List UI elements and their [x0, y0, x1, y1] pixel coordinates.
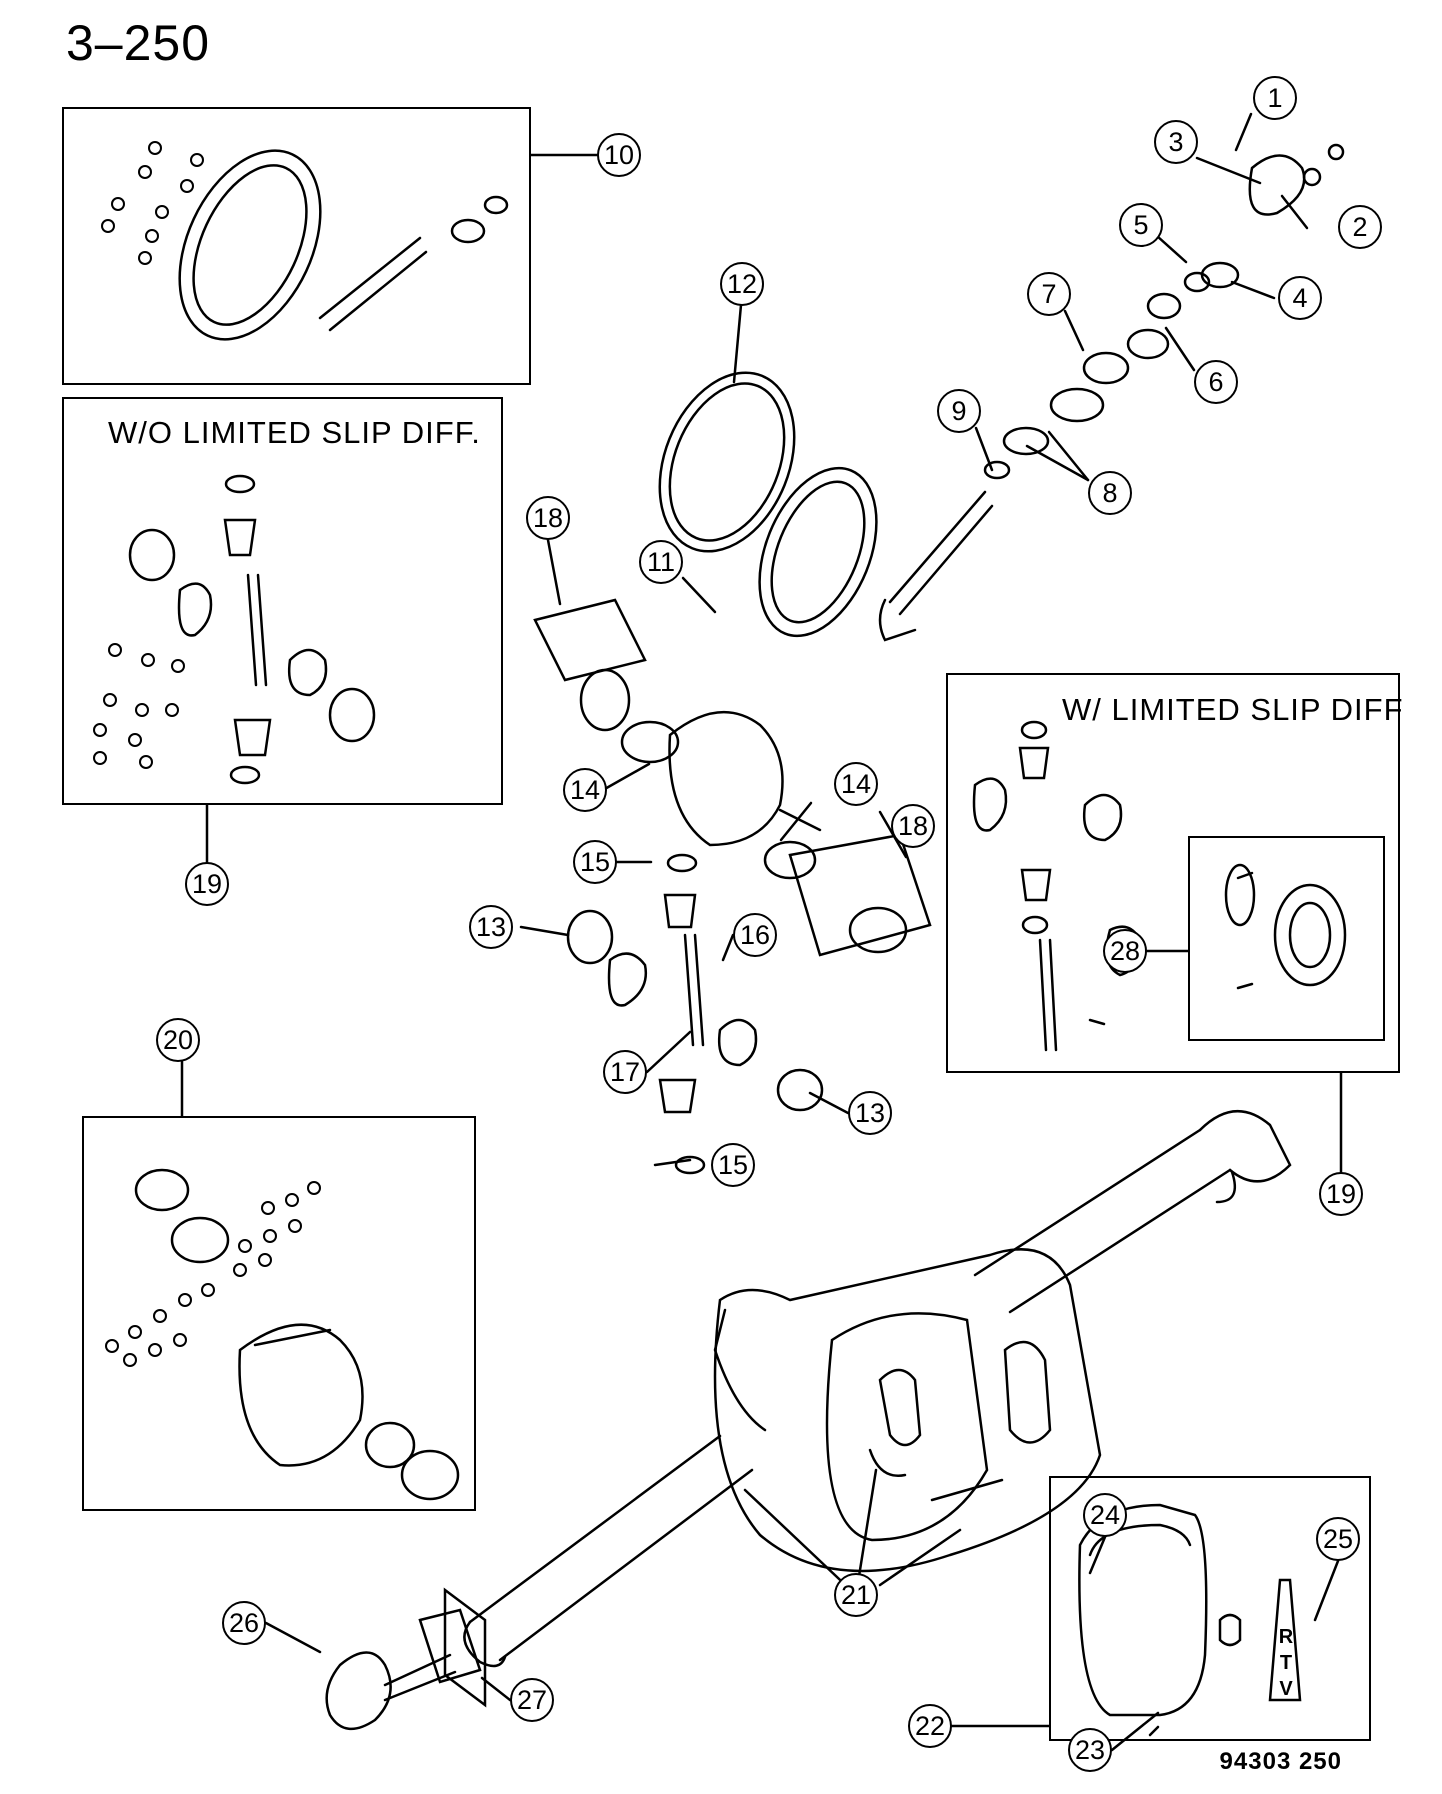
cover-kit-box	[1049, 1476, 1371, 1741]
callout-1: 1	[1253, 76, 1297, 120]
callout-16: 16	[733, 913, 777, 957]
figure-code: 94303 250	[1219, 1748, 1342, 1775]
callout-25: 25	[1316, 1517, 1360, 1561]
callout-18a: 18	[526, 496, 570, 540]
callout-7: 7	[1027, 272, 1071, 316]
callout-4: 4	[1278, 276, 1322, 320]
page-title: 3–250	[66, 15, 211, 71]
differential-gear-kit-box	[62, 397, 503, 805]
callout-11: 11	[639, 540, 683, 584]
callout-8: 8	[1088, 471, 1132, 515]
w-limited-slip-label: W/ LIMITED SLIP DIFF	[1062, 692, 1404, 727]
callout-9: 9	[937, 389, 981, 433]
rtv-label: RTV	[1278, 1626, 1294, 1700]
callout-19b: 19	[1319, 1172, 1363, 1216]
callout-14b: 14	[834, 762, 878, 806]
callout-12: 12	[720, 262, 764, 306]
callout-15a: 15	[573, 840, 617, 884]
callout-26: 26	[222, 1601, 266, 1645]
wo-limited-slip-label: W/O LIMITED SLIP DIFF.	[108, 415, 481, 450]
callout-14a: 14	[563, 768, 607, 812]
callout-17: 17	[603, 1050, 647, 1094]
callout-13b: 13	[848, 1091, 892, 1135]
callout-6: 6	[1194, 360, 1238, 404]
callout-28: 28	[1103, 929, 1147, 973]
callout-19a: 19	[185, 862, 229, 906]
callout-5: 5	[1119, 203, 1163, 247]
callout-27: 27	[510, 1678, 554, 1722]
callout-10: 10	[597, 133, 641, 177]
ring-pinion-kit-box	[62, 107, 531, 385]
callout-13a: 13	[469, 905, 513, 949]
clutch-pack-box	[1188, 836, 1385, 1041]
callout-18b: 18	[891, 804, 935, 848]
callout-23: 23	[1068, 1728, 1112, 1772]
callout-22: 22	[908, 1704, 952, 1748]
callout-2: 2	[1338, 205, 1382, 249]
callout-20: 20	[156, 1018, 200, 1062]
callout-21: 21	[834, 1573, 878, 1617]
callout-3: 3	[1154, 120, 1198, 164]
limited-slip-box	[946, 673, 1400, 1073]
callout-15b: 15	[711, 1143, 755, 1187]
differential-case-kit-box	[82, 1116, 476, 1511]
callout-24: 24	[1083, 1493, 1127, 1537]
